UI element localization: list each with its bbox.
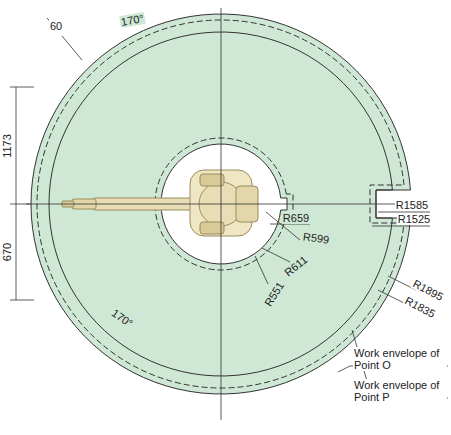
dimension-lines [10,87,34,300]
dimension-label: 60 [49,20,63,32]
dimension-label: R1585 [395,199,429,211]
dimension-value: 670 [1,242,13,262]
legend-note: Work envelope of Point P [353,379,447,403]
leader-lines [47,18,448,398]
legend-note: Work envelope of Point O [353,347,447,371]
dimension-label: R659 [282,212,310,224]
dimension-value: 1173 [1,133,13,159]
dimension-label: R1525 [397,213,431,225]
dimension-label: 170° [119,12,145,28]
